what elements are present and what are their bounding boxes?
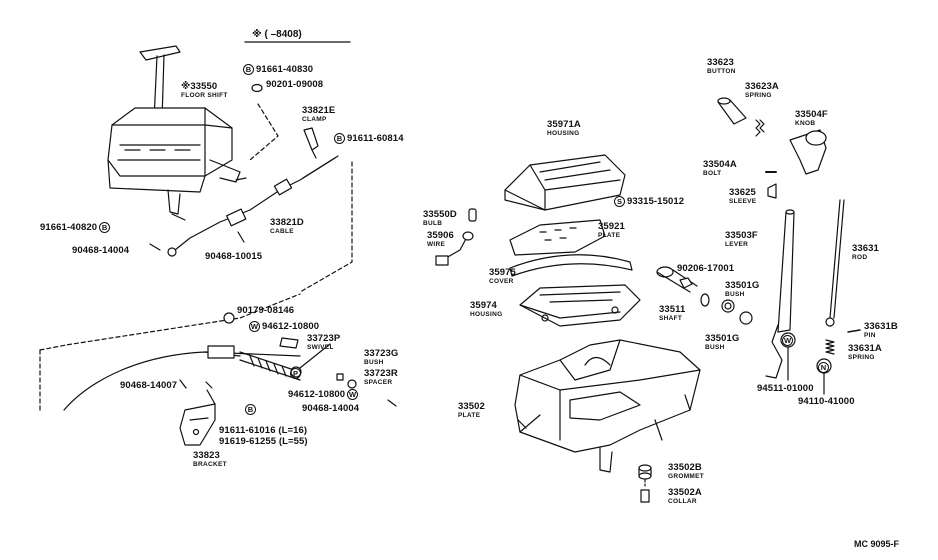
housing-35971a [504, 154, 626, 211]
figure-code: MC 9095-F [854, 539, 900, 549]
lever-33503f [765, 209, 795, 379]
nut-callout-n: N [818, 360, 829, 376]
bush-33501g [721, 299, 753, 325]
pin-33631b [847, 329, 861, 333]
label-91619-61255: 91619-61255 (L=55) [219, 436, 308, 447]
cover-35975 [509, 254, 633, 277]
nut-91661-40830 [251, 83, 263, 93]
bulb-35550d [468, 208, 477, 222]
label-90201-09008: 90201-09008 [266, 79, 324, 90]
bracket-33823 [179, 379, 216, 446]
label-91611-61016: 91611-61016 (L=16) [219, 425, 308, 436]
label-90179-08146: 90179-08146 [237, 305, 295, 316]
shaft-33511 [656, 266, 698, 293]
clamp-33821e [303, 127, 319, 159]
floor-shift-assembly [107, 45, 279, 221]
label-94110-41000: 94110-41000 [798, 396, 855, 407]
washer-callout-w: W [782, 335, 793, 347]
spring-33623a [755, 119, 765, 137]
plate-35921 [509, 219, 606, 256]
base-plate-33502 [514, 339, 701, 473]
knob-33504f [789, 129, 827, 175]
bracket-callout-b: B [245, 402, 256, 418]
rod-33631 [825, 199, 845, 355]
collar-33502a [640, 489, 650, 503]
button-33623 [717, 97, 747, 125]
sleeve-33625 [767, 183, 777, 199]
grommet-33502b [638, 464, 652, 480]
wire-35906 [435, 231, 474, 266]
label-90468-14004-b: 90468-14004 [302, 403, 360, 414]
label-94511-01000: 94511-01000 [757, 383, 814, 394]
swivel-callout-p: P [290, 366, 301, 382]
header-note: ※ ( –8408) [252, 29, 302, 40]
washer-90206 [700, 293, 710, 307]
label-90468-14004-a: 90468-14004 [72, 245, 130, 256]
cable-33821d [167, 155, 339, 257]
housing-35974 [519, 284, 641, 327]
label-90468-10015: 90468-10015 [205, 251, 263, 262]
label-90468-14007: 90468-14007 [120, 380, 178, 391]
label-90206-17001: 90206-17001 [677, 263, 735, 274]
